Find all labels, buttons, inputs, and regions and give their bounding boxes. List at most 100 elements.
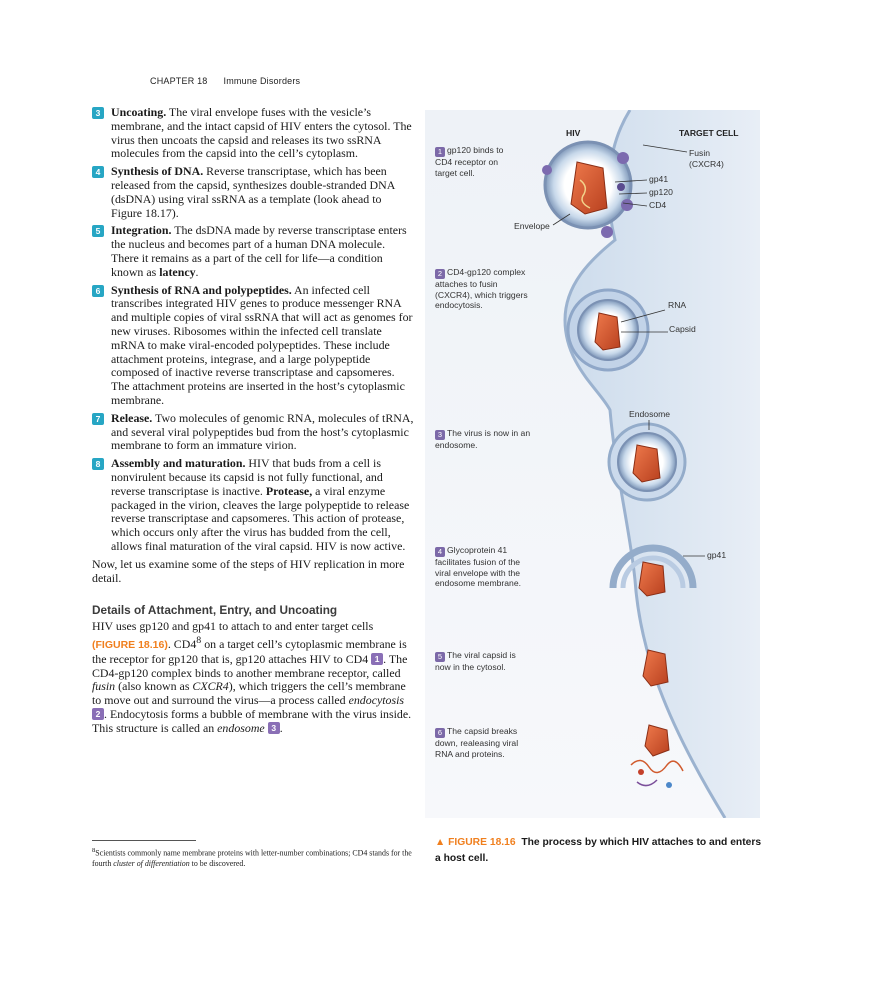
step-text: An infected cell transcribes integrated … (111, 282, 413, 407)
step-title: Synthesis of RNA and polypeptides. (111, 282, 292, 297)
step-title: Uncoating. (111, 105, 167, 119)
figure-step-line: The viral capsid is (447, 650, 516, 660)
step-title: Release. (111, 410, 153, 425)
figure-step-line: down, realeasing viral (435, 738, 519, 748)
step-5: 5 Integration. The dsDNA made by reverse … (92, 223, 414, 279)
transition-paragraph: Now, let us examine some of the steps of… (92, 556, 405, 585)
step-4: 4 Synthesis of DNA. Reverse transcriptase… (92, 164, 414, 220)
step-number-badge: 7 (92, 412, 104, 425)
body-paragraph: HIV uses gp120 and gp41 to attach to and… (92, 619, 414, 735)
section-label: Immune Disorders (223, 76, 301, 86)
hiv-entry-illustration (425, 110, 760, 818)
figure-caption: ▲ FIGURE 18.16 The process by which HIV … (435, 835, 765, 867)
keyword-protease: Protease, (265, 483, 313, 498)
text-run: . (279, 720, 283, 735)
figure-reference-link[interactable]: (FIGURE 18.16) (92, 639, 168, 652)
term-cxcr4: CXCR4 (192, 679, 229, 694)
cd4-label: CD4 (649, 200, 667, 210)
leader-lines (552, 144, 705, 557)
figure-step-line: now in the cytosol. (435, 662, 506, 672)
text-run: (also known as (115, 679, 193, 694)
target-cell-label: TARGET CELL (679, 128, 739, 138)
figure-step-line: attaches to fusin (435, 279, 498, 289)
figure-18-16: HIV TARGET CELL Fusin(CXCR4) gp41 gp120 … (425, 110, 760, 818)
chapter-label: CHAPTER 18 (150, 76, 208, 86)
running-header: CHAPTER 18 Immune Disorders (150, 76, 300, 86)
step-ref-badge: 2 (92, 708, 104, 721)
step-title: Integration. (111, 223, 172, 238)
footnote-rule (92, 840, 196, 841)
step-number-badge: 3 (92, 107, 104, 119)
step-text: The viral envelope fuses with the vesicl… (111, 105, 412, 161)
text-run: . Endocytosis forms a bubble of membrane… (92, 707, 412, 735)
step-text-end: a viral enzyme packaged in the virion, c… (111, 483, 410, 553)
text-run: on a target cell’s cytoplasmic membrane … (92, 637, 407, 666)
gp120-label: gp120 (649, 187, 673, 197)
fusin-label: Fusin(CXCR4) (689, 148, 724, 169)
figure-step-badge: 4 (435, 547, 445, 557)
footnote: 8Scientists commonly name membrane prote… (92, 846, 412, 869)
hiv-label: HIV (566, 128, 581, 138)
figure-step-badge: 6 (435, 728, 445, 738)
text-run: ), which triggers the cell’s membrane to… (92, 679, 406, 708)
gp41-fusion-label: gp41 (707, 550, 727, 560)
step-text: Reverse transcriptase, which has been re… (111, 164, 395, 220)
step-7: 7 Release. Two molecules of genomic RNA, … (92, 410, 414, 453)
caption-marker-icon: ▲ (435, 837, 446, 848)
rna-label: RNA (668, 300, 687, 310)
cxcr4-text: (CXCR4) (689, 158, 724, 169)
figure-step-badge: 5 (435, 652, 445, 662)
step-text: Two molecules of genomic RNA, molecules … (111, 410, 414, 453)
figure-step-line: endosome membrane. (435, 578, 521, 589)
footnote-text: Scientists commonly name membrane protei… (92, 848, 412, 868)
keyword-latency: latency (159, 264, 196, 279)
membrane-edge (563, 110, 727, 818)
step-text: The dsDNA made by reverse transcriptase … (111, 223, 407, 279)
footnote-marker: 8 (196, 635, 202, 647)
figure-step-line: viral envelope with the (435, 567, 521, 578)
capsid-label: Capsid (669, 324, 696, 334)
step-number-badge: 5 (92, 225, 104, 238)
text-run: . The CD4-gp120 complex binds to another… (92, 651, 408, 680)
step-text: HIV that buds from a cell is nonvirulent… (111, 456, 383, 498)
term-endosome: endosome (217, 720, 265, 735)
step-ref-badge: 1 (371, 652, 384, 665)
fusin-text: Fusin (689, 148, 711, 158)
figure-step-line: target cell. (435, 167, 475, 178)
figure-step-line: endosome. (435, 440, 478, 450)
figure-step-line: gp120 binds to (447, 145, 504, 155)
figure-step-line: CD4 receptor on (435, 157, 499, 167)
capsid-breakdown (630, 724, 684, 788)
endosome (607, 422, 687, 502)
term-endocytosis: endocytosis (348, 693, 405, 708)
free-capsid (642, 649, 669, 687)
hiv-virion (543, 140, 633, 230)
main-text-column: 3 Uncoating. The viral envelope fuses wit… (92, 105, 414, 736)
step-title: Assembly and maturation. (111, 456, 246, 471)
step-number-badge: 4 (92, 166, 104, 179)
figure-step-line: Glycoprotein 41 (447, 545, 508, 555)
surface-proteins (542, 152, 633, 238)
figure-step-line: endocytosis. (435, 300, 483, 311)
step-text-end: . (195, 264, 199, 279)
figure-step-line: RNA and proteins. (435, 748, 505, 759)
step-ref-badge: 3 (267, 721, 280, 734)
term-fusin: fusin (92, 679, 116, 694)
figure-step-badge: 3 (435, 430, 445, 440)
caption-text: The process by which HIV attaches to and… (435, 837, 762, 864)
step-title: Synthesis of DNA. (111, 164, 204, 179)
footnote-text-end: to be discovered. (189, 858, 246, 868)
figure-step-line: CD4-gp120 complex (447, 267, 526, 277)
figure-step-line: The capsid breaks (447, 726, 518, 736)
endocytosis-vesicle (566, 288, 650, 372)
figure-step-line: The virus is now in an (447, 428, 531, 438)
figure-step-line: (CXCR4), which triggers (435, 289, 528, 300)
caption-figure-number: FIGURE 18.16 (448, 837, 516, 848)
section-heading: Details of Attachment, Entry, and Uncoat… (92, 603, 338, 618)
step-3: 3 Uncoating. The viral envelope fuses wit… (92, 105, 414, 161)
